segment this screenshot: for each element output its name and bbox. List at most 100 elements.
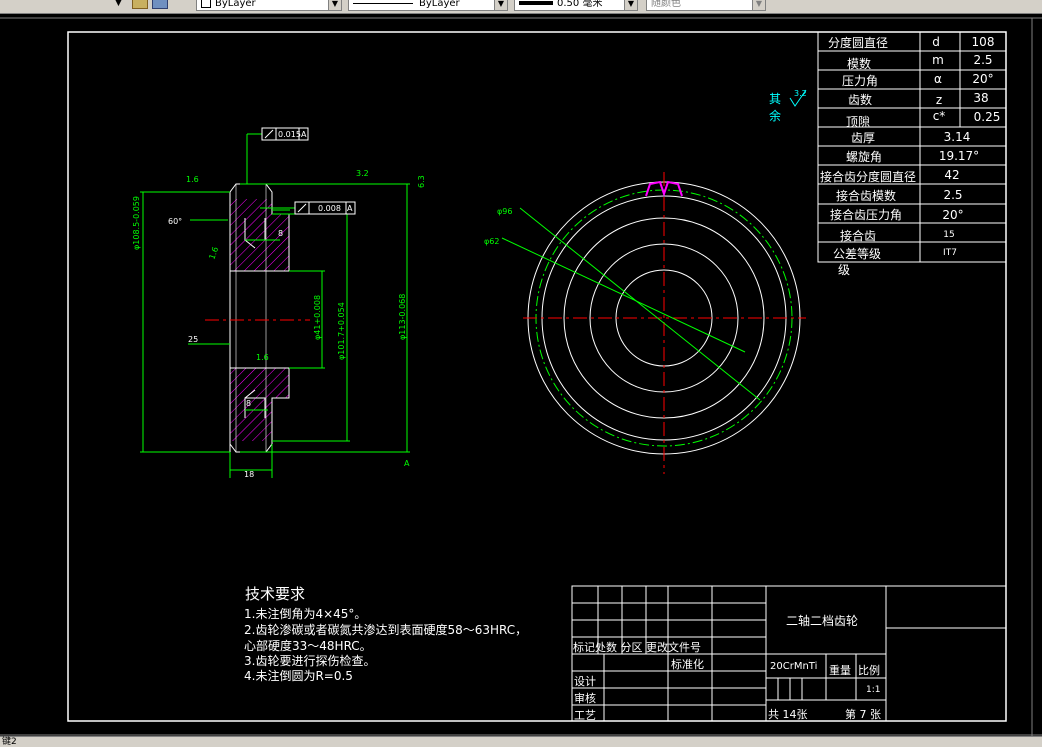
table-label-row-10: 接合齿压力角 — [830, 207, 902, 222]
table-label-row-2: 模数 — [847, 56, 871, 71]
layer-dropdown-icon[interactable]: ▼ — [328, 0, 341, 10]
table-val-row-9: 2.5 — [943, 188, 962, 202]
table-sym-row-1: d — [932, 35, 940, 49]
table-sym-row-4: z — [936, 93, 942, 107]
layer-value: ByLayer — [215, 0, 256, 9]
tech-line-4: 3.齿轮要进行探伤检查。 — [244, 653, 375, 668]
toolbar-dropdown-arrow[interactable]: ▼ — [115, 0, 122, 8]
layer-combo[interactable]: ByLayer ▼ — [196, 0, 342, 11]
roughness-mid: 1.6 — [207, 246, 220, 261]
tech-line-3: 心部硬度33～48HRC。 — [244, 638, 372, 653]
remaining-roughness-qi: 其 — [769, 92, 781, 106]
roughness-right: 6.3 — [417, 175, 426, 188]
linetype-value: ByLayer — [419, 0, 460, 9]
angle-dim: 60° — [168, 217, 182, 226]
table-val-row-12: IT7 — [943, 248, 957, 258]
layer-manager-icon[interactable] — [152, 0, 168, 9]
drawing-canvas[interactable]: 分度圆直径 d 108 模数 m 2.5 压力角 α 20° 齿数 z 38 顶… — [0, 14, 1042, 736]
scale-label: 比例 — [858, 663, 880, 677]
tolerance-2-ref: A — [347, 204, 353, 213]
part-name: 二轴二档齿轮 — [786, 613, 858, 628]
tech-line-5: 4.未注倒圆为R=0.5 — [244, 668, 353, 683]
lineweight-value: 0.50 毫米 — [557, 0, 603, 9]
lineweight-sample-line — [519, 1, 553, 5]
table-val-row-3: 20° — [972, 72, 993, 86]
table-val-row-5: 0.25 — [974, 110, 1001, 124]
dia-41: φ41+0.008 — [313, 295, 322, 340]
dia-108: φ108.5-0.059 — [132, 196, 141, 250]
table-val-row-11: 15 — [943, 230, 954, 240]
title-block — [571, 585, 1007, 722]
geometric-tolerance-1: 0.015 A — [261, 127, 309, 141]
table-label-row-3: 压力角 — [842, 74, 878, 88]
tolerance-1-ref: A — [301, 130, 307, 139]
lineweight-dropdown-icon[interactable]: ▼ — [624, 0, 637, 10]
table-val-row-4: 38 — [973, 91, 988, 105]
table-label-row-7: 螺旋角 — [846, 150, 882, 164]
dia-62-label: φ62 — [484, 237, 499, 246]
dim-25: 25 — [188, 335, 198, 344]
dia-113: φ113-0.068 — [398, 294, 407, 340]
dim-18: 18 — [244, 470, 254, 479]
table-label-row-8: 接合齿分度圆直径 — [820, 169, 916, 184]
design-label: 设计 — [574, 675, 596, 688]
dim-8-bottom: 8 — [246, 399, 251, 408]
color-value: 随颜色 — [651, 0, 681, 9]
revision-header: 标记处数 分区 更改文件号 — [573, 640, 701, 654]
roughness-top-mid: 3.2 — [356, 169, 369, 178]
drawing-frame — [67, 31, 1007, 722]
lineweight-combo[interactable]: 0.50 毫米 ▼ — [514, 0, 638, 11]
material: 20CrMnTi — [770, 661, 817, 672]
table-val-row-6: 3.14 — [944, 130, 971, 144]
table-sym-row-5: c* — [933, 109, 946, 123]
table-sym-row-2: m — [932, 53, 944, 67]
table-label-row-5: 顶隙 — [846, 115, 870, 129]
color-combo[interactable]: 随颜色 ▼ — [646, 0, 766, 11]
table-val-row-10: 20° — [942, 208, 963, 222]
tech-line-1: 1.未注倒角为4×45°。 — [244, 606, 366, 621]
gear-section-view — [205, 183, 310, 453]
roughness-symbol-icon — [789, 89, 807, 107]
table-overflow-text: 级 — [838, 263, 850, 277]
command-text: 键2 — [2, 737, 17, 747]
roughness-top-left: 1.6 — [186, 175, 199, 184]
review-label: 审核 — [574, 691, 596, 705]
remaining-roughness-yu: 余 — [769, 108, 781, 123]
section-dimensions — [140, 133, 410, 478]
tech-line-2: 2.齿轮渗碳或者碳氮共渗达到表面硬度58～63HRC， — [244, 622, 527, 637]
tech-requirements-title: 技术要求 — [245, 585, 305, 603]
table-val-row-2: 2.5 — [973, 53, 992, 67]
table-val-row-1: 108 — [972, 35, 995, 49]
table-sym-row-3: α — [934, 72, 942, 86]
gear-parameter-table — [817, 31, 1007, 263]
drawing-viewport[interactable]: 分度圆直径 d 108 模数 m 2.5 压力角 α 20° 齿数 z 38 顶… — [0, 14, 1042, 736]
linetype-combo[interactable]: ByLayer ▼ — [348, 0, 508, 11]
linetype-sample-line — [353, 2, 413, 4]
layer-color-swatch — [201, 0, 211, 8]
table-label-row-1: 分度圆直径 — [828, 35, 888, 50]
roughness-hub: 1.6 — [256, 353, 269, 362]
remaining-roughness-value: 3.2 — [794, 89, 807, 98]
datum-a: A — [404, 459, 410, 468]
layer-stack-icon[interactable] — [132, 0, 148, 9]
weight-label: 重量 — [829, 663, 851, 677]
properties-toolbar: ▼ ByLayer ▼ ByLayer ▼ 0.50 毫米 ▼ 随颜色 ▼ — [0, 0, 1042, 14]
scale-value: 1:1 — [866, 685, 880, 695]
table-label-row-9: 接合齿模数 — [836, 188, 896, 203]
tolerance-1-value: 0.015 — [278, 130, 301, 139]
command-line-area[interactable]: 键2 — [0, 736, 1042, 747]
table-label-row-12: 公差等级 — [833, 247, 881, 261]
dim-8-top: 8 — [278, 229, 283, 238]
linetype-dropdown-icon[interactable]: ▼ — [494, 0, 507, 10]
standardize-label: 标准化 — [671, 657, 704, 671]
table-val-row-7: 19.17° — [939, 149, 979, 163]
sheet-number: 第 7 张 — [845, 707, 881, 721]
process-label: 工艺 — [574, 709, 596, 722]
color-dropdown-icon[interactable]: ▼ — [752, 0, 765, 10]
dia-96-label: φ96 — [497, 207, 512, 216]
table-val-row-8: 42 — [944, 168, 959, 182]
dia-101: φ101.7+0.054 — [337, 302, 346, 360]
table-label-row-4: 齿数 — [848, 92, 872, 107]
table-label-row-6: 齿厚 — [851, 131, 875, 145]
gear-front-view — [501, 172, 806, 474]
